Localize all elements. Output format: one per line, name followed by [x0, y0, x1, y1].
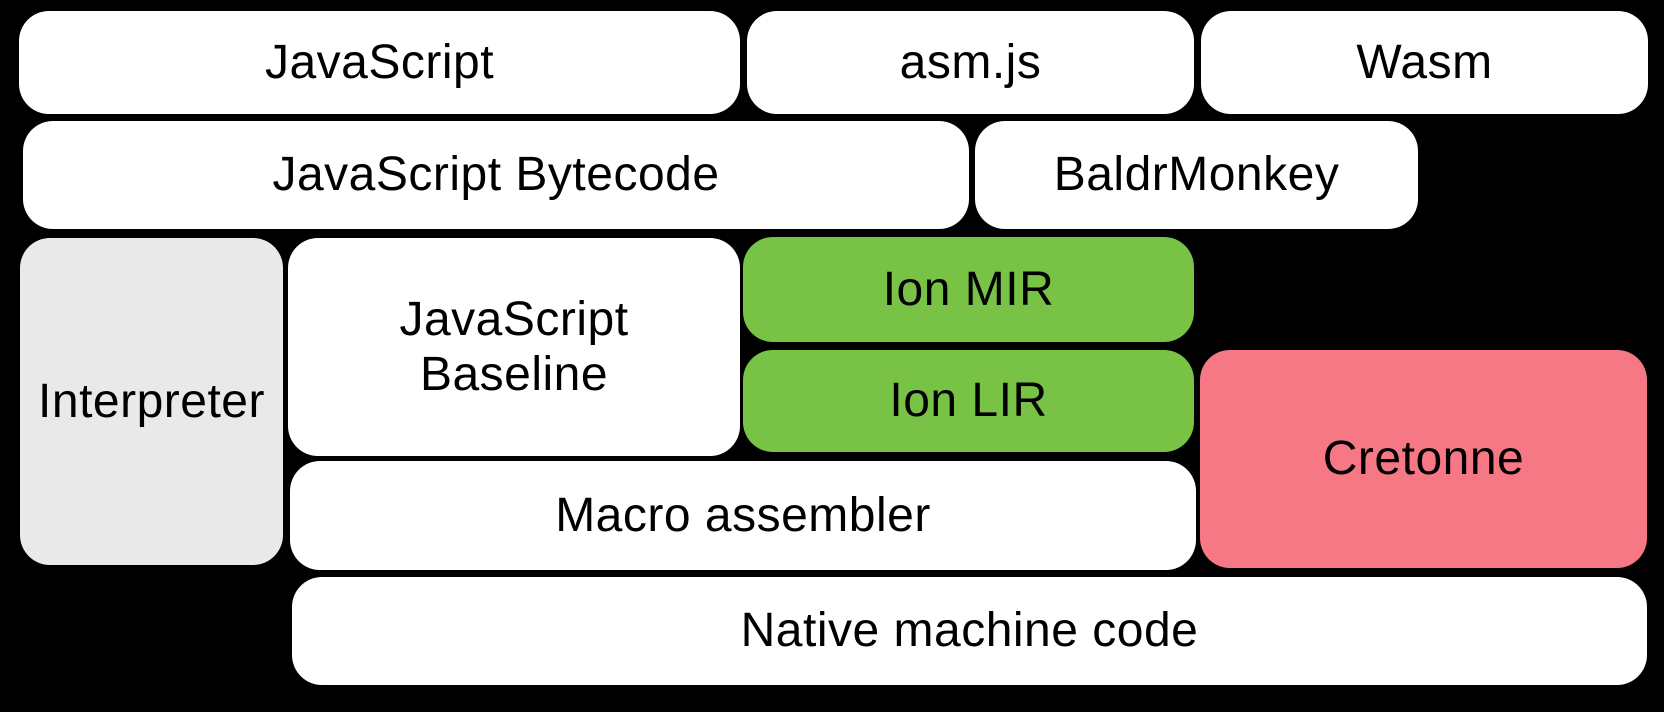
- box-wasm-label: Wasm: [1356, 35, 1493, 89]
- box-javascript: JavaScript: [19, 11, 740, 114]
- box-javascript-baseline: JavaScript Baseline: [288, 238, 740, 456]
- box-native-machine-code: Native machine code: [292, 577, 1647, 685]
- box-macro-assembler-label: Macro assembler: [555, 488, 931, 542]
- box-macro-assembler: Macro assembler: [290, 461, 1196, 570]
- box-ion-lir: Ion LIR: [743, 350, 1194, 452]
- box-ion-mir: Ion MIR: [743, 237, 1194, 342]
- box-ion-mir-label: Ion MIR: [882, 262, 1055, 316]
- box-asmjs-label: asm.js: [899, 35, 1042, 89]
- box-interpreter-label: Interpreter: [38, 374, 265, 428]
- box-wasm: Wasm: [1201, 11, 1648, 114]
- box-javascript-baseline-label: JavaScript Baseline: [399, 292, 629, 401]
- box-javascript-label: JavaScript: [264, 35, 495, 89]
- box-baldrmonkey-label: BaldrMonkey: [1053, 148, 1340, 202]
- box-ion-lir-label: Ion LIR: [889, 374, 1048, 428]
- box-cretonne: Cretonne: [1200, 350, 1647, 568]
- box-baldrmonkey: BaldrMonkey: [975, 121, 1418, 229]
- box-native-machine-code-label: Native machine code: [740, 604, 1199, 658]
- box-asmjs: asm.js: [747, 11, 1194, 114]
- box-javascript-bytecode: JavaScript Bytecode: [23, 121, 969, 229]
- box-interpreter: Interpreter: [20, 238, 283, 565]
- box-cretonne-label: Cretonne: [1322, 432, 1525, 486]
- box-javascript-bytecode-label: JavaScript Bytecode: [272, 148, 720, 202]
